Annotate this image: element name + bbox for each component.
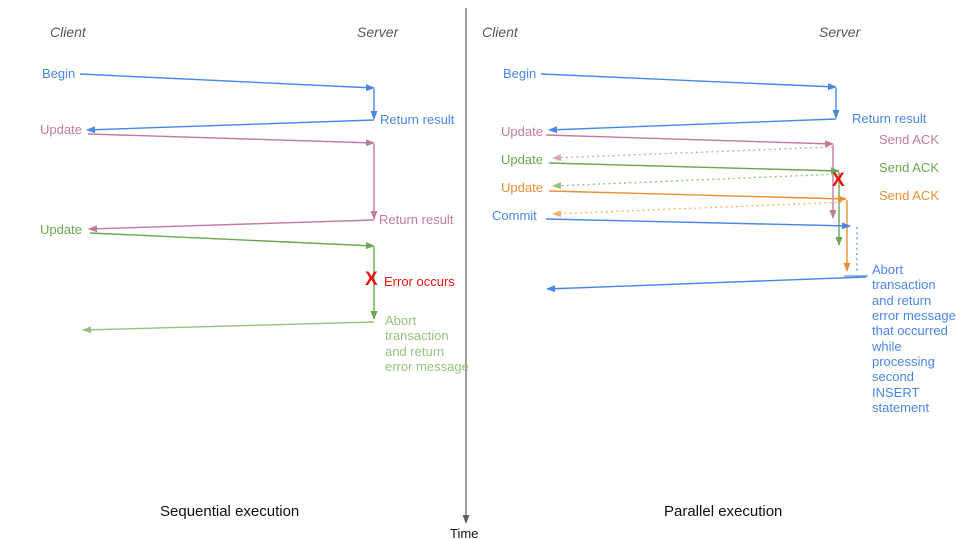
send-ack-2-label: Send ACK <box>879 160 939 175</box>
error-x-mark-right: X <box>832 170 845 191</box>
error-occurs-label: Error occurs <box>384 274 455 289</box>
par-send-ack-3 <box>552 201 848 218</box>
server-header-left: Server <box>357 24 399 40</box>
time-axis-label: Time <box>450 526 479 540</box>
commit-label: Commit <box>492 208 537 223</box>
update-label-2-right: Update <box>501 152 543 167</box>
seq-update-2-request <box>89 232 375 250</box>
begin-label-left: Begin <box>42 66 76 81</box>
error-x-mark-left: X <box>365 269 378 290</box>
par-update-1-request <box>545 134 834 148</box>
seq-update-1-request <box>87 133 375 147</box>
send-ack-3-label: Send ACK <box>879 188 939 203</box>
return-result-right: Return result <box>852 111 927 126</box>
update-label-3-right: Update <box>501 180 543 195</box>
client-header-right: Client <box>482 24 518 40</box>
par-begin-request <box>540 73 837 91</box>
server-header-right: Server <box>819 24 861 40</box>
return-result-2-left: Return result <box>379 212 454 227</box>
caption-parallel-execution: Parallel execution <box>664 503 783 520</box>
abort-note-right: Abort transaction and return error messa… <box>872 262 956 415</box>
update-label-1-right: Update <box>501 124 543 139</box>
return-result-1-left: Return result <box>380 112 455 127</box>
par-commit-request <box>545 218 851 230</box>
client-header-left: Client <box>50 24 86 40</box>
par-update-2-request <box>548 162 840 175</box>
seq-abort-return <box>82 321 375 334</box>
begin-label-right: Begin <box>503 66 537 81</box>
par-update-3-request <box>548 190 847 203</box>
par-send-ack-2 <box>552 173 840 190</box>
seq-return-result-1 <box>86 119 375 134</box>
par-return-result <box>548 118 837 134</box>
abort-note-left: Abort transaction and return error messa… <box>385 313 469 374</box>
par-abort-return <box>546 276 867 293</box>
caption-sequential-execution: Sequential execution <box>160 503 300 520</box>
seq-begin-request <box>79 73 375 92</box>
send-ack-1-label: Send ACK <box>879 132 939 147</box>
update-label-2-left: Update <box>40 222 82 237</box>
update-label-1-left: Update <box>40 122 82 137</box>
seq-return-result-2 <box>88 219 375 233</box>
